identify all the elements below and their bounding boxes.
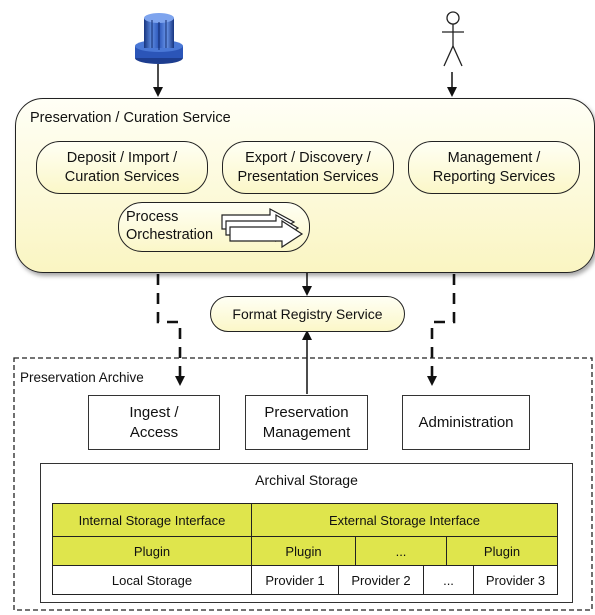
arrow-service-to-administration (427, 274, 456, 386)
ingest-access: Ingest / Access (88, 395, 220, 450)
archive-border (13, 357, 593, 611)
database-icon (135, 13, 183, 64)
user-icon (442, 11, 464, 67)
management-services: Management / Reporting Services (408, 141, 580, 194)
arrow-service-to-ingest (156, 274, 185, 386)
preservation-management: Preservation Management (245, 395, 368, 450)
curation-service-title: Preservation / Curation Service (30, 110, 231, 126)
provider-ellipsis: ... (423, 565, 474, 595)
format-registry-service: Format Registry Service (210, 296, 405, 332)
administration: Administration (402, 395, 530, 450)
internal-storage-interface: Internal Storage Interface (52, 503, 252, 537)
provider-1: Provider 1 (251, 565, 339, 595)
external-storage-interface: External Storage Interface (251, 503, 558, 537)
provider-3: Provider 3 (473, 565, 558, 595)
process-orchestration-label: Process Orchestration (126, 209, 214, 243)
local-storage: Local Storage (52, 565, 252, 595)
external-plugin-1: Plugin (251, 536, 356, 566)
process-arrows-icon (221, 207, 304, 249)
internal-plugin: Plugin (52, 536, 252, 566)
external-plugin-ellipsis: ... (355, 536, 447, 566)
archival-storage-title: Archival Storage (255, 472, 358, 488)
provider-2: Provider 2 (338, 565, 424, 595)
preservation-archive-title: Preservation Archive (20, 370, 144, 385)
export-services: Export / Discovery / Presentation Servic… (222, 141, 394, 194)
deposit-services: Deposit / Import / Curation Services (36, 141, 208, 194)
external-plugin-3: Plugin (446, 536, 558, 566)
